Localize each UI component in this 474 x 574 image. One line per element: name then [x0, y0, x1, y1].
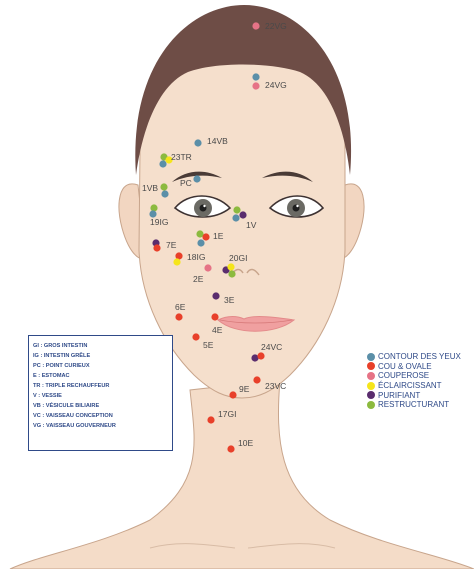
- acupoint-14vb-marker-contour: [194, 139, 201, 146]
- acupoint-24vg-marker-contour: [252, 73, 259, 80]
- acupoint-7e-marker-cou: [153, 244, 160, 251]
- point-label-4e: 4E: [212, 325, 223, 335]
- legend-dot-couperose: [367, 372, 375, 380]
- right-eye-glint: [296, 205, 298, 207]
- acupoint-22vg-marker-couperose: [252, 22, 259, 29]
- legend-label-eclaircissant: ÉCLAIRCISSANT: [378, 381, 442, 390]
- point-label-10e: 10E: [238, 438, 253, 448]
- acupoint-20gi-marker-eclaircissant: [227, 263, 234, 270]
- point-label-17gi: 17GI: [218, 409, 236, 419]
- legend-label-restructurant: RESTRUCTURANT: [378, 400, 449, 409]
- abbreviation-tr: TR : TRIPLE RECHAUFFEUR: [33, 381, 172, 391]
- acupoint-1v-marker-purifiant: [239, 211, 246, 218]
- abbreviation-v: V : VESSIE: [33, 391, 172, 401]
- abbreviation-vc: VC : VAISSEAU CONCEPTION: [33, 411, 172, 421]
- acupoint-23tr-marker-contour: [159, 160, 166, 167]
- acupoint-10e-marker-cou: [227, 445, 234, 452]
- acupoint-23vc-marker-cou: [253, 376, 260, 383]
- legend-item-eclaircissant: ÉCLAIRCISSANT: [367, 381, 461, 391]
- legend-item-restructurant: RESTRUCTURANT: [367, 400, 461, 410]
- acupoint-1v-marker-restructurant: [233, 206, 240, 213]
- acupoint-24vc-marker-cou: [257, 352, 264, 359]
- point-label-pc: PC: [180, 178, 192, 188]
- point-label-23tr: 23TR: [171, 152, 192, 162]
- point-label-23vc: 23VC: [265, 381, 286, 391]
- point-label-1e: 1E: [213, 231, 224, 241]
- category-legend: CONTOUR DES YEUX COU & OVALE COUPEROSE É…: [367, 352, 461, 410]
- acupoint-18ig-marker-eclaircissant: [173, 258, 180, 265]
- abbreviation-ig: IG : INTESTIN GRÊLE: [33, 351, 172, 361]
- legend-label-couperose: COUPEROSE: [378, 371, 429, 380]
- point-label-6e: 6E: [175, 302, 186, 312]
- legend-label-cou: COU & OVALE: [378, 362, 432, 371]
- point-label-22vg: 22VG: [265, 21, 287, 31]
- legend-item-couperose: COUPEROSE: [367, 371, 461, 381]
- legend-item-contour: CONTOUR DES YEUX: [367, 352, 461, 362]
- acupoint-17gi-marker-cou: [207, 416, 214, 423]
- point-label-18ig: 18IG: [187, 252, 205, 262]
- point-label-24vg: 24VG: [265, 80, 287, 90]
- abbreviation-legend: GI : GROS INTESTIN IG : INTESTIN GRÊLE P…: [28, 335, 173, 451]
- legend-label-purifiant: PURIFIANT: [378, 391, 420, 400]
- point-label-1v: 1V: [246, 220, 257, 230]
- point-label-9e: 9E: [239, 384, 250, 394]
- acupoint-24vg-marker-couperose: [252, 82, 259, 89]
- acupoint-2e-marker-couperose: [204, 264, 211, 271]
- legend-label-contour: CONTOUR DES YEUX: [378, 352, 461, 361]
- abbreviation-vb: VB : VÉSICULE BILIAIRE: [33, 401, 172, 411]
- point-label-5e: 5E: [203, 340, 214, 350]
- acupoint-1vb-marker-restructurant: [160, 183, 167, 190]
- left-eye-glint: [203, 205, 205, 207]
- acupoint-pc-marker-contour: [193, 175, 200, 182]
- legend-item-cou: COU & OVALE: [367, 362, 461, 372]
- abbreviation-gi: GI : GROS INTESTIN: [33, 341, 172, 351]
- point-label-1vb: 1VB: [142, 183, 158, 193]
- point-label-19ig: 19IG: [150, 217, 168, 227]
- point-label-14vb: 14VB: [207, 136, 228, 146]
- abbreviation-vg: VG : VAISSEAU GOUVERNEUR: [33, 421, 172, 431]
- acupoint-1v-marker-contour: [232, 214, 239, 221]
- legend-dot-restructurant: [367, 401, 375, 409]
- acupoint-3e-marker-purifiant: [212, 292, 219, 299]
- acupoint-19ig-marker-restructurant: [150, 204, 157, 211]
- abbreviation-pc: PC : POINT CURIEUX: [33, 361, 172, 371]
- abbreviation-e: E : ESTOMAC: [33, 371, 172, 381]
- acupoint-1e-marker-cou: [202, 233, 209, 240]
- legend-dot-cou: [367, 362, 375, 370]
- point-label-3e: 3E: [224, 295, 235, 305]
- acupoint-1e-marker-contour: [197, 239, 204, 246]
- legend-dot-contour: [367, 353, 375, 361]
- point-label-20gi: 20GI: [229, 253, 247, 263]
- legend-item-purifiant: PURIFIANT: [367, 390, 461, 400]
- acupoint-4e-marker-cou: [211, 313, 218, 320]
- acupoint-9e-marker-cou: [229, 391, 236, 398]
- point-label-2e: 2E: [193, 274, 204, 284]
- legend-dot-eclaircissant: [367, 382, 375, 390]
- legend-dot-purifiant: [367, 391, 375, 399]
- acupoint-5e-marker-cou: [192, 333, 199, 340]
- acupoint-20gi-marker-restructurant: [228, 270, 235, 277]
- point-label-7e: 7E: [166, 240, 177, 250]
- acupoint-1vb-marker-contour: [161, 190, 168, 197]
- acupoint-6e-marker-cou: [175, 313, 182, 320]
- point-label-24vc: 24VC: [261, 342, 282, 352]
